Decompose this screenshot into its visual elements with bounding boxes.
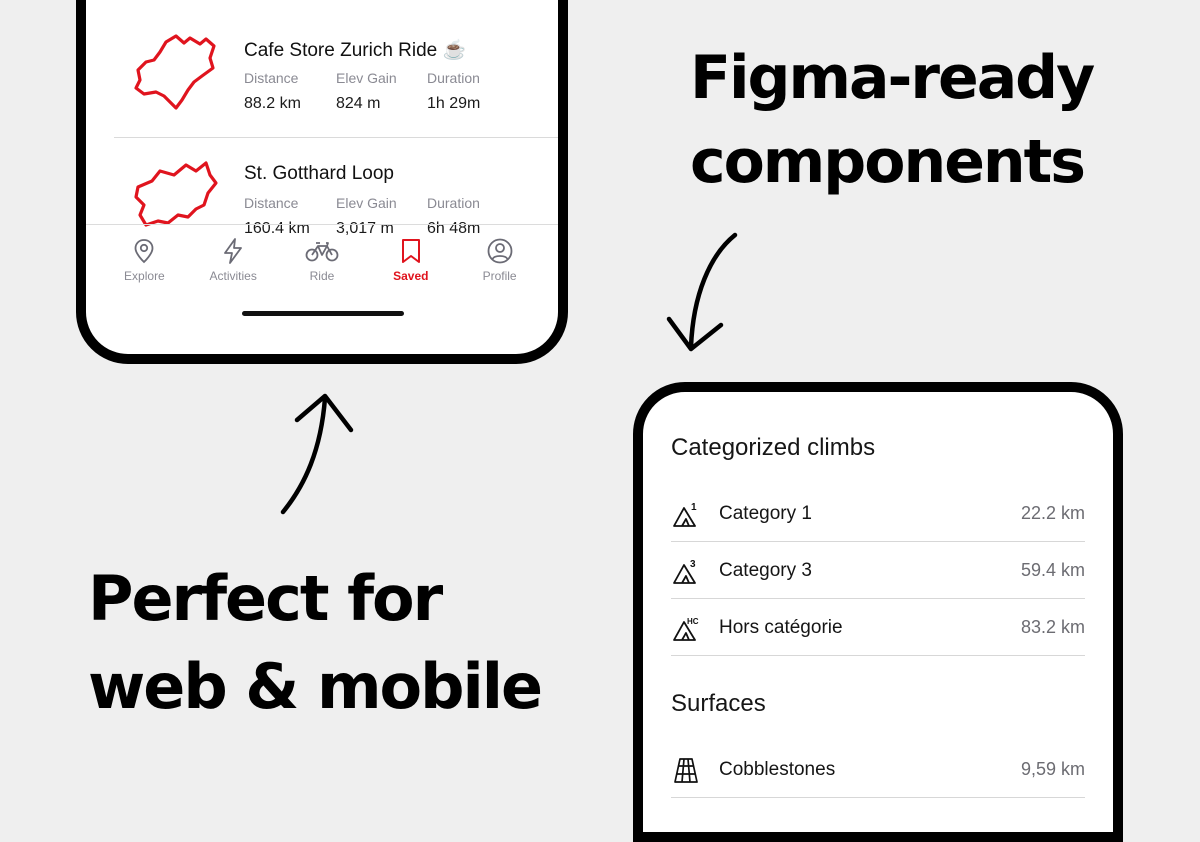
tab-profile[interactable]: Profile [460, 225, 540, 299]
bottom-tab-bar: Explore Activities Ride Saved [86, 224, 558, 299]
climb-row-category-1[interactable]: 1 Category 1 22.2 km [671, 485, 1085, 542]
arrow-up-icon [280, 393, 354, 515]
svg-text:1: 1 [691, 502, 697, 513]
route-title: St. Gotthard Loop [244, 163, 394, 184]
section-title-climbs: Categorized climbs [671, 434, 876, 461]
home-indicator[interactable] [242, 311, 404, 316]
bookmark-icon [401, 239, 420, 263]
lightning-icon [224, 238, 243, 264]
divider [114, 137, 558, 138]
stat-duration: Duration 1h 29m [427, 70, 481, 112]
svg-text:HC: HC [687, 617, 699, 626]
mountain-cat-3-icon: 3 [673, 559, 696, 584]
route-title: Cafe Store Zurich Ride ☕ [244, 40, 467, 61]
stat-elevation: Elev Gain 824 m [336, 70, 397, 112]
section-title-surfaces: Surfaces [671, 690, 766, 717]
bike-icon [305, 242, 339, 262]
mountain-hc-icon: HC [673, 617, 699, 641]
svg-text:3: 3 [690, 559, 696, 570]
mountain-cat-1-icon: 1 [673, 502, 697, 527]
climb-row-category-3[interactable]: 3 Category 3 59.4 km [671, 542, 1085, 599]
route-map-thumbnail-icon [134, 34, 216, 110]
mobile-phone-frame: Categorized climbs 1 Category 1 22.2 km … [633, 382, 1123, 842]
map-pin-icon [134, 239, 154, 264]
climb-row-hors-categorie[interactable]: HC Hors catégorie 83.2 km [671, 599, 1085, 656]
coffee-icon: ☕ [442, 40, 467, 61]
route-card[interactable]: Cafe Store Zurich Ride ☕ Distance 88.2 k… [86, 10, 558, 135]
tab-ride[interactable]: Ride [282, 225, 362, 299]
headline-web-mobile: Perfect for web & mobile [88, 562, 543, 723]
user-circle-icon [487, 238, 512, 264]
cobblestones-icon [674, 758, 698, 783]
tab-saved[interactable]: Saved [371, 225, 451, 299]
tab-explore[interactable]: Explore [104, 225, 184, 299]
tab-activities[interactable]: Activities [193, 225, 273, 299]
mobile-phone-frame: Cafe Store Zurich Ride ☕ Distance 88.2 k… [76, 0, 568, 364]
headline-figma-ready: Figma-ready components [690, 43, 1095, 197]
arrow-down-icon [666, 232, 738, 352]
stat-distance: Distance 88.2 km [244, 70, 301, 112]
route-map-thumbnail-icon [134, 161, 218, 227]
surface-row-cobblestones[interactable]: Cobblestones 9,59 km [671, 741, 1085, 798]
